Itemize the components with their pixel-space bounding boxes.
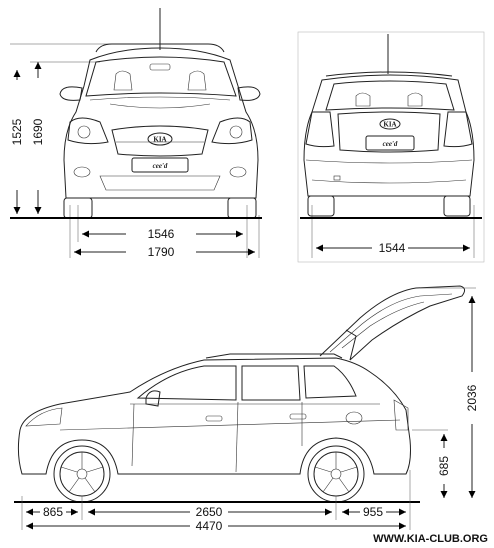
front-wheel <box>53 445 111 503</box>
rear-wheel <box>307 445 365 503</box>
rear-view: KIA cee'd 1544 <box>297 31 485 263</box>
overall-width-label: 1790 <box>148 245 175 259</box>
rear-model-badge: cee'd <box>383 140 398 148</box>
front-model-badge: cee'd <box>153 162 168 170</box>
overall-length-label: 4470 <box>196 519 223 533</box>
front-brand-badge: KIA <box>153 136 166 144</box>
height-tailgate-open-label: 2036 <box>465 384 479 411</box>
rear-brand-badge: KIA <box>383 121 396 129</box>
rear-overhang-label: 955 <box>363 505 383 519</box>
front-view: KIA cee'd 1525 1690 1546 1790 <box>10 8 262 259</box>
front-height-with-rails-label: 1690 <box>31 118 45 145</box>
front-track-label: 1546 <box>148 227 175 241</box>
rear-track-label: 1544 <box>379 241 406 255</box>
watermark: WWW.KIA-CLUB.ORG <box>373 533 488 545</box>
side-view: 2036 685 865 2650 955 4470 <box>14 285 479 533</box>
front-height-label: 1525 <box>10 118 24 145</box>
wheelbase-label: 2650 <box>196 505 223 519</box>
load-height-label: 685 <box>437 456 451 476</box>
front-overhang-label: 865 <box>43 505 63 519</box>
